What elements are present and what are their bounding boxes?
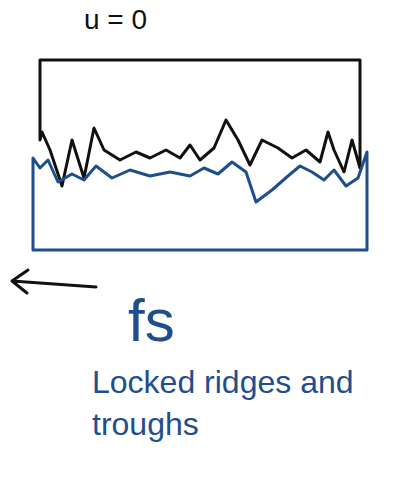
lower-block <box>33 152 367 250</box>
note-text: Locked ridges and troughs <box>92 362 354 445</box>
force-symbol: fs <box>128 282 175 360</box>
speed-label: u = 0 <box>84 2 147 38</box>
upper-block <box>40 60 360 186</box>
force-arrow <box>12 270 96 293</box>
